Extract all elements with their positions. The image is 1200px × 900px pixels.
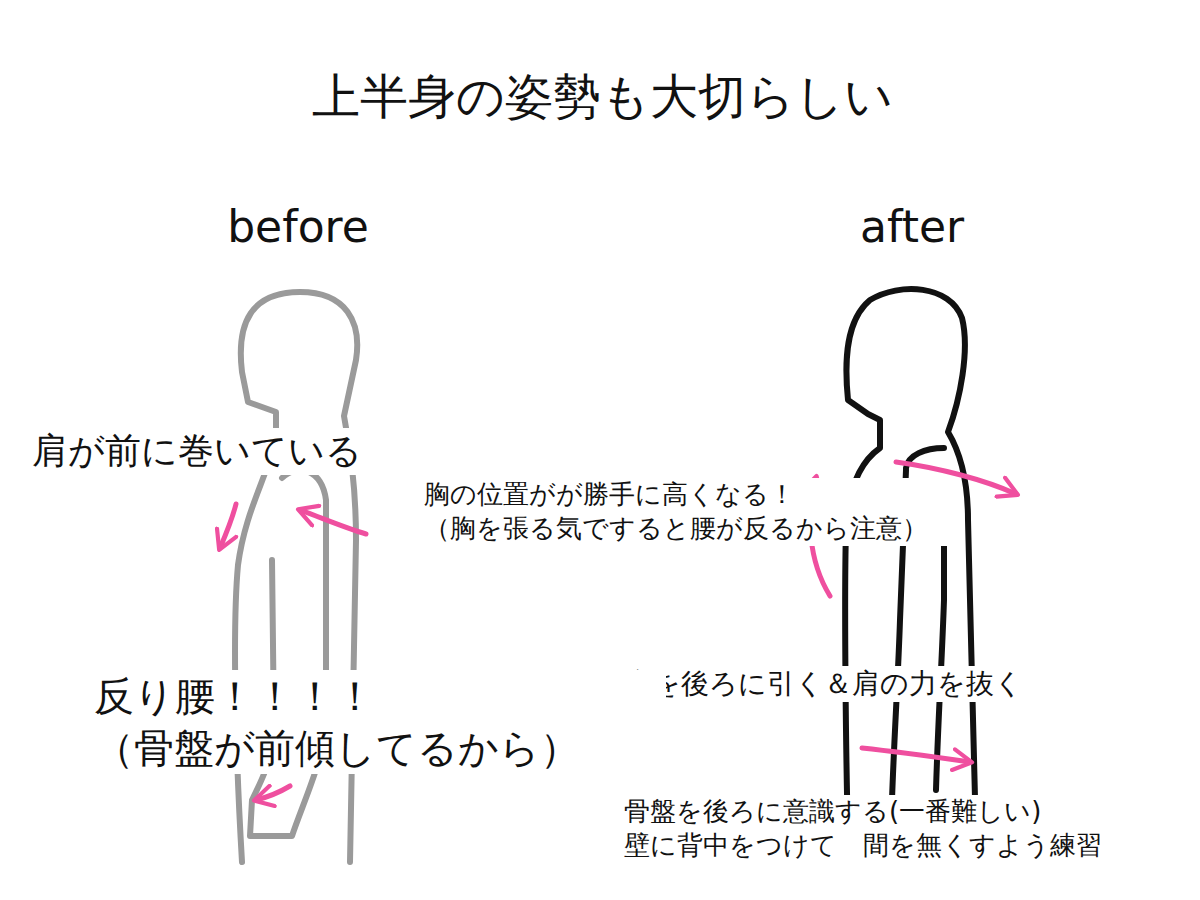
body-outline: [235, 292, 357, 862]
before-figure: [235, 292, 357, 862]
body-outline: [845, 289, 976, 838]
annotation: 胸の位置がが勝手に高くなる！ （胸を張る気ですると腰が反るから注意）: [422, 478, 956, 546]
annotation: 骨盤を後ろに意識する(一番難しい) 壁に背中をつけて 間を無くすよう練習: [622, 795, 1186, 863]
figure-heading: after: [760, 198, 1064, 255]
pelvis-tilt-arrow: [256, 786, 290, 800]
annotation: 肩を後ろに引く＆肩の力を抜く: [622, 666, 1096, 702]
annotation: 反り腰！！！！ （骨盤が前傾してるから）: [92, 670, 666, 774]
shoulder-forward-arrow: [300, 510, 366, 534]
title: 上半身の姿勢も大切らしい: [200, 68, 1004, 126]
shoulder-roll-arrow: [220, 504, 236, 548]
arm-outline: [250, 470, 326, 836]
pelvis-back-arrow: [862, 748, 970, 762]
arm-back: [936, 520, 944, 790]
annotation: 肩が前に巻いている: [30, 428, 414, 475]
figure-heading: before: [146, 198, 450, 255]
after-figure: [845, 289, 976, 838]
